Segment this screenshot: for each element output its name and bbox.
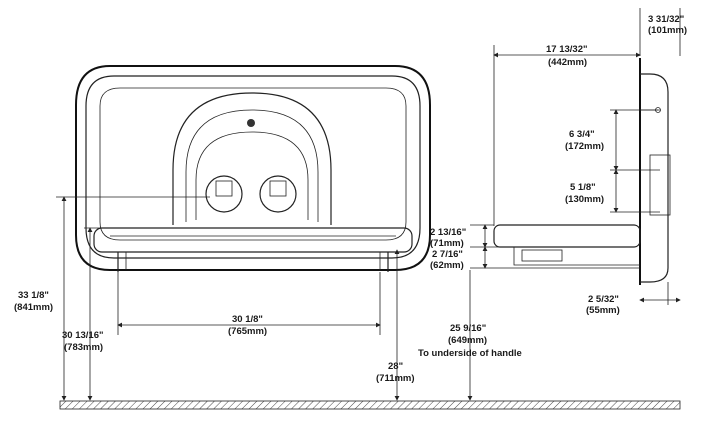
changing-station-side-view — [493, 58, 671, 285]
dim-height-bed-metric: (783mm) — [64, 342, 103, 353]
dim-bed-lower-imperial: 2 7/16" — [432, 249, 463, 260]
strap-buckle-right — [259, 175, 297, 213]
dimension-labels: 3 31/32" (101mm) 17 13/32" (442mm) 6 3/4… — [14, 14, 687, 384]
note-handle: To underside of handle — [418, 348, 522, 359]
dim-wall-gap-imperial: 2 5/32" — [588, 294, 619, 305]
dim-bed-lower-metric: (62mm) — [430, 260, 464, 271]
lock-icon — [247, 119, 255, 127]
dim-height-handle-imperial: 25 9/16" — [450, 323, 486, 334]
dim-depth-total-imperial: 17 13/32" — [546, 44, 587, 55]
dim-height-top-imperial: 33 1/8" — [18, 290, 49, 301]
dim-height-28-imperial: 28" — [388, 361, 403, 372]
floor — [59, 400, 681, 410]
dim-height-top-metric: (841mm) — [14, 302, 53, 313]
dim-width-inner-metric: (765mm) — [228, 326, 267, 337]
dim-depth-total-metric: (442mm) — [548, 57, 587, 68]
dim-wall-gap-metric: (55mm) — [586, 305, 620, 316]
dim-width-inner-imperial: 30 1/8" — [232, 314, 263, 325]
dim-height-handle-metric: (649mm) — [448, 335, 487, 346]
dim-mount-b-metric: (130mm) — [565, 194, 604, 205]
dim-depth-top-imperial: 3 31/32" — [648, 14, 684, 25]
dim-bed-thickness-metric: (71mm) — [430, 238, 464, 249]
dim-mount-b-imperial: 5 1/8" — [570, 182, 596, 193]
changing-station-front-view — [75, 65, 431, 272]
dim-mount-a-imperial: 6 3/4" — [569, 129, 595, 140]
dimension-lines — [56, 8, 681, 401]
dim-mount-a-metric: (172mm) — [565, 141, 604, 152]
dim-height-bed-imperial: 30 13/16" — [62, 330, 103, 341]
strap-buckle-left — [205, 175, 243, 213]
dim-height-28-metric: (711mm) — [376, 373, 415, 384]
dim-depth-top-metric: (101mm) — [648, 25, 687, 36]
dim-bed-thickness-imperial: 2 13/16" — [430, 227, 466, 238]
